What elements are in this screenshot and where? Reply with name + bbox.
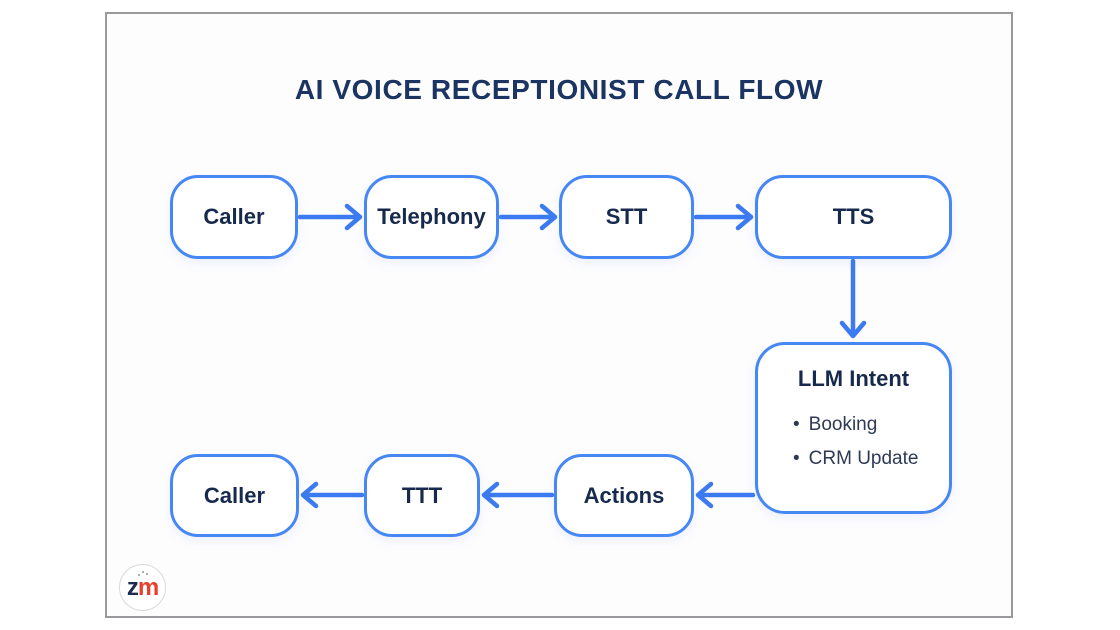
node-llm-intent: LLM Intent • Booking • CRM Update [755, 342, 952, 514]
node-caller-top: Caller [170, 175, 298, 259]
list-item: • CRM Update [793, 442, 949, 476]
node-tts: TTS [755, 175, 952, 259]
node-actions-label: Actions [583, 482, 665, 508]
logo-sparkle-icon [138, 574, 140, 576]
arrow-actions-to-ttt-icon [481, 481, 555, 509]
node-telephony-label: Telephony [377, 204, 486, 229]
node-stt: STT [559, 175, 694, 259]
bullet-dot-icon: • [793, 414, 800, 435]
diagram-title: AI VOICE RECEPTIONIST CALL FLOW [294, 74, 824, 105]
node-ttt-label: TTT [401, 482, 443, 508]
arrow-ttt-to-caller-icon [300, 481, 365, 509]
arrow-caller-to-telephony-icon [297, 203, 363, 231]
node-llm-intent-title: LLM Intent [797, 366, 910, 391]
list-item: • Booking [793, 408, 949, 442]
arrow-stt-to-tts-icon [693, 203, 754, 231]
arrow-telephony-to-stt-icon [498, 203, 558, 231]
node-ttt: TTT [364, 454, 480, 537]
node-stt-label: STT [605, 204, 648, 229]
zm-logo: z m [119, 564, 166, 611]
logo-letter-m: m [137, 573, 159, 601]
bullet-label-booking: Booking [808, 414, 878, 435]
logo-letter-z: z [126, 573, 139, 601]
node-tts-label: TTS [832, 204, 875, 229]
node-actions: Actions [554, 454, 694, 537]
node-caller-bottom-label: Caller [203, 482, 266, 508]
diagram-card: AI VOICE RECEPTIONIST CALL FLOW Caller T… [105, 12, 1013, 618]
llm-bullet-list: • Booking • CRM Update [758, 408, 949, 476]
node-caller-bottom: Caller [170, 454, 299, 537]
node-telephony: Telephony [364, 175, 499, 259]
arrow-tts-to-llm-intent-icon [839, 258, 867, 339]
bullet-dot-icon: • [793, 448, 800, 469]
bullet-label-crm-update: CRM Update [808, 448, 919, 469]
node-caller-top-label: Caller [203, 204, 265, 229]
arrow-llm-intent-to-actions-icon [695, 481, 756, 509]
